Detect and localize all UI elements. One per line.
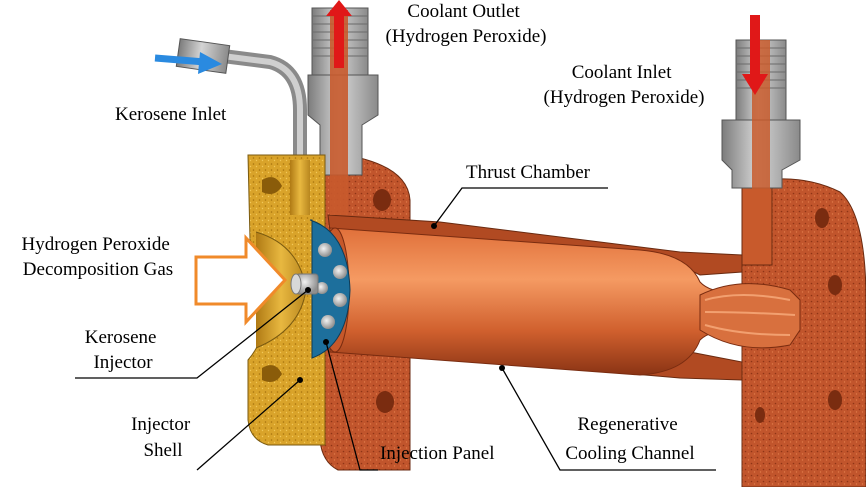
flow-arrows: [154, 0, 768, 326]
leader-lines: [75, 187, 716, 471]
injection-panel-label: Injection Panel: [380, 443, 495, 464]
leader-thrust-chamber: [433, 187, 608, 227]
flange-bolt-hole: [755, 407, 765, 423]
coolant-inlet-arrow: [742, 15, 768, 95]
kerosene-flow-arrow: [154, 52, 222, 74]
flange-bolt-hole: [373, 189, 391, 211]
coolant-outlet-arrow: [326, 0, 352, 68]
injection-hole: [333, 293, 347, 307]
leader-regen-channel: [501, 367, 716, 471]
coolant-inlet-label: Coolant Inlet (Hydrogen Peroxide): [544, 62, 705, 108]
coolant-outlet-label: Coolant Outlet (Hydrogen Peroxide): [386, 1, 547, 47]
kerosene-injector: [290, 273, 319, 295]
regen-channel-label: Regenerative Cooling Channel: [565, 414, 694, 464]
flange-bolt-hole: [828, 390, 842, 410]
injection-hole: [321, 315, 335, 329]
right-flange: [741, 178, 866, 487]
injection-hole: [318, 243, 332, 257]
injection-hole: [333, 265, 347, 279]
flange-bolt-hole: [376, 391, 394, 413]
injector-shell-label: Injector Shell: [131, 414, 195, 461]
leader-injection-panel: [325, 341, 378, 471]
hp-gas-arrow: [194, 234, 288, 326]
thrust-chamber-body: [320, 227, 746, 376]
hp-gas-label: Hydrogen Peroxide Decomposition Gas: [21, 234, 174, 280]
thrust-chamber-label: Thrust Chamber: [466, 162, 591, 183]
flange-bolt-hole: [815, 208, 829, 228]
leader-kerosene-injector: [75, 289, 309, 379]
kerosene-inlet-label: Kerosene Inlet: [115, 104, 227, 125]
leader-injector-shell: [196, 379, 301, 471]
injection-hole: [316, 282, 328, 294]
nozzle: [699, 283, 801, 349]
injection-panel: [309, 219, 351, 359]
injector-shell: [247, 154, 326, 446]
flange-bolt-hole: [828, 275, 842, 295]
kerosene-injector-label: Kerosene Injector: [85, 327, 162, 373]
leader-dots: [297, 223, 505, 383]
